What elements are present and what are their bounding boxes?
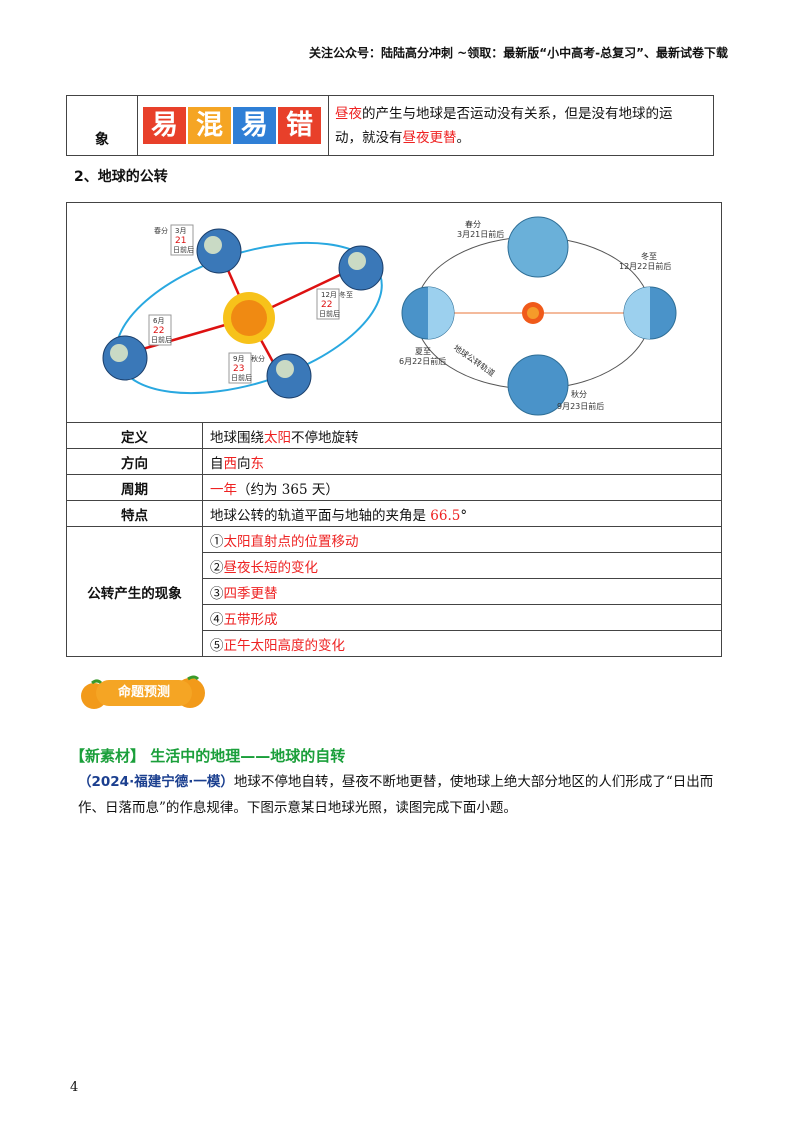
table-row: ⑤正午太阳高度的变化 xyxy=(67,630,722,657)
svg-text:日前后: 日前后 xyxy=(151,335,172,344)
svg-text:日前后: 日前后 xyxy=(173,245,194,254)
svg-text:23: 23 xyxy=(233,364,244,374)
badge-cuo: 错 xyxy=(278,107,321,144)
page-number: 4 xyxy=(70,1080,79,1095)
svg-text:秋分: 秋分 xyxy=(571,389,587,399)
phenomena-label: 公转产生的现象 xyxy=(66,526,203,657)
svg-text:12月22日前后: 12月22日前后 xyxy=(619,261,671,271)
svg-text:9月23日前后: 9月23日前后 xyxy=(557,401,604,411)
revolution-illustration-left: 春分 3月 21 日前后 夏至 6月 22 日前后 秋分 9月 23 日前后 冬… xyxy=(102,224,384,399)
svg-text:3月21日前后: 3月21日前后 xyxy=(457,229,504,239)
question-text: 地球不停地自转，昼夜不断地更替，使地球上绝大部分地区的人们形成了“日出而作、日落… xyxy=(78,774,714,816)
question-paragraph: （2024·福建宁德·一模）地球不停地自转，昼夜不断地更替，使地球上绝大部分地区… xyxy=(78,769,728,821)
badge-cell: 易混易错 xyxy=(137,95,329,156)
page-header: 关注公众号：陆陆高分冲刺 ~领取：最新版“小中高考-总复习”、最新试卷下载 xyxy=(309,46,728,60)
badge-yi2: 易 xyxy=(233,107,276,144)
svg-text:地球公转轨道: 地球公转轨道 xyxy=(452,342,497,378)
sun-icon xyxy=(223,292,275,344)
svg-text:22: 22 xyxy=(321,300,332,310)
svg-text:6月22日前后: 6月22日前后 xyxy=(399,356,446,366)
prediction-tag: 命题预测 xyxy=(96,680,192,706)
svg-text:夏至: 夏至 xyxy=(415,347,431,356)
label-winter: 冬至 xyxy=(339,290,353,299)
revolution-figure: 春分 3月 21 日前后 夏至 6月 22 日前后 秋分 9月 23 日前后 冬… xyxy=(66,202,722,423)
confusion-table: 象 易混易错 昼夜的产生与地球是否运动没有关系，但是没有地球的运 动，就没有昼夜… xyxy=(66,95,714,156)
svg-text:6月: 6月 xyxy=(153,317,164,325)
new-material-title: 【新素材】 生活中的地理——地球的自转 xyxy=(70,747,346,765)
svg-text:日前后: 日前后 xyxy=(319,309,340,318)
table-row: 特点 地球公转的轨道平面与地轴的夹角是 66.5° xyxy=(66,500,722,527)
table-row: 周期 一年（约为 365 天） xyxy=(66,474,722,501)
table-row: 方向 自西向东 xyxy=(66,448,722,475)
svg-text:9月: 9月 xyxy=(233,355,244,363)
sun-icon xyxy=(522,302,544,324)
svg-text:12月: 12月 xyxy=(321,291,337,299)
row-label: 象 xyxy=(66,95,138,156)
confusion-text: 昼夜的产生与地球是否运动没有关系，但是没有地球的运 动，就没有昼夜更替。 xyxy=(328,95,714,156)
label-autumn: 秋分 xyxy=(251,354,265,363)
table-row: 定义 地球围绕太阳不停地旋转 xyxy=(66,422,722,449)
label-spring: 春分 xyxy=(154,226,168,235)
table-row: ③四季更替 xyxy=(67,578,722,605)
svg-text:22: 22 xyxy=(153,326,164,336)
badge-hun: 混 xyxy=(188,107,231,144)
svg-text:春分: 春分 xyxy=(465,219,481,229)
svg-text:21: 21 xyxy=(175,236,186,246)
revolution-illustration-right: 春分 3月21日前后 冬至 12月22日前后 夏至 6月22日前后 秋分 9月2… xyxy=(399,216,677,416)
table-row: 公转产生的现象 ①太阳直射点的位置移动 xyxy=(66,526,722,657)
question-source: （2024·福建宁德·一模） xyxy=(78,774,234,790)
revolution-table: 定义 地球围绕太阳不停地旋转 方向 自西向东 周期 一年（约为 365 天） 特… xyxy=(66,422,722,657)
svg-text:冬至: 冬至 xyxy=(641,251,657,261)
section-title: 2、地球的公转 xyxy=(74,169,168,185)
svg-text:3月: 3月 xyxy=(175,227,186,235)
svg-text:日前后: 日前后 xyxy=(231,373,252,382)
badge-yi: 易 xyxy=(143,107,186,144)
